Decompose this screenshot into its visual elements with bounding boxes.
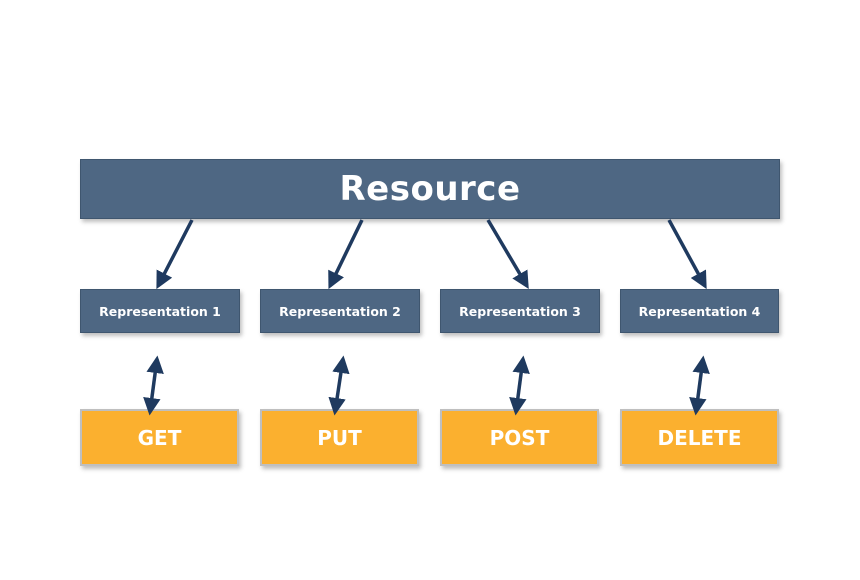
- arrow-representation-4-delete: [689, 355, 710, 416]
- resource-box: Resource: [80, 159, 780, 219]
- post-label: POST: [489, 425, 550, 450]
- post-box: POST: [440, 409, 599, 466]
- representation-4-box: Representation 4: [620, 289, 779, 333]
- resource-label: Resource: [339, 169, 521, 209]
- representation-1-box: Representation 1: [80, 289, 240, 333]
- representation-1-label: Representation 1: [99, 303, 221, 319]
- arrow-resource-to-representation-4: [667, 219, 707, 290]
- arrow-representation-2-put: [328, 355, 350, 416]
- arrow-representation-1-get: [143, 355, 164, 416]
- arrow-resource-to-representation-1: [156, 219, 194, 290]
- put-label: PUT: [317, 425, 362, 450]
- representation-4-label: Representation 4: [638, 303, 761, 319]
- representation-2-label: Representation 2: [279, 303, 401, 319]
- arrow-resource-to-representation-3: [486, 219, 529, 290]
- arrow-representation-3-post: [509, 355, 530, 416]
- get-label: GET: [137, 425, 182, 450]
- representation-3-box: Representation 3: [440, 289, 600, 333]
- arrow-resource-to-representation-2: [328, 219, 364, 290]
- delete-box: DELETE: [620, 409, 779, 466]
- representation-3-label: Representation 3: [459, 303, 581, 319]
- get-box: GET: [80, 409, 239, 466]
- delete-label: DELETE: [657, 425, 742, 450]
- put-box: PUT: [260, 409, 419, 466]
- representation-2-box: Representation 2: [260, 289, 420, 333]
